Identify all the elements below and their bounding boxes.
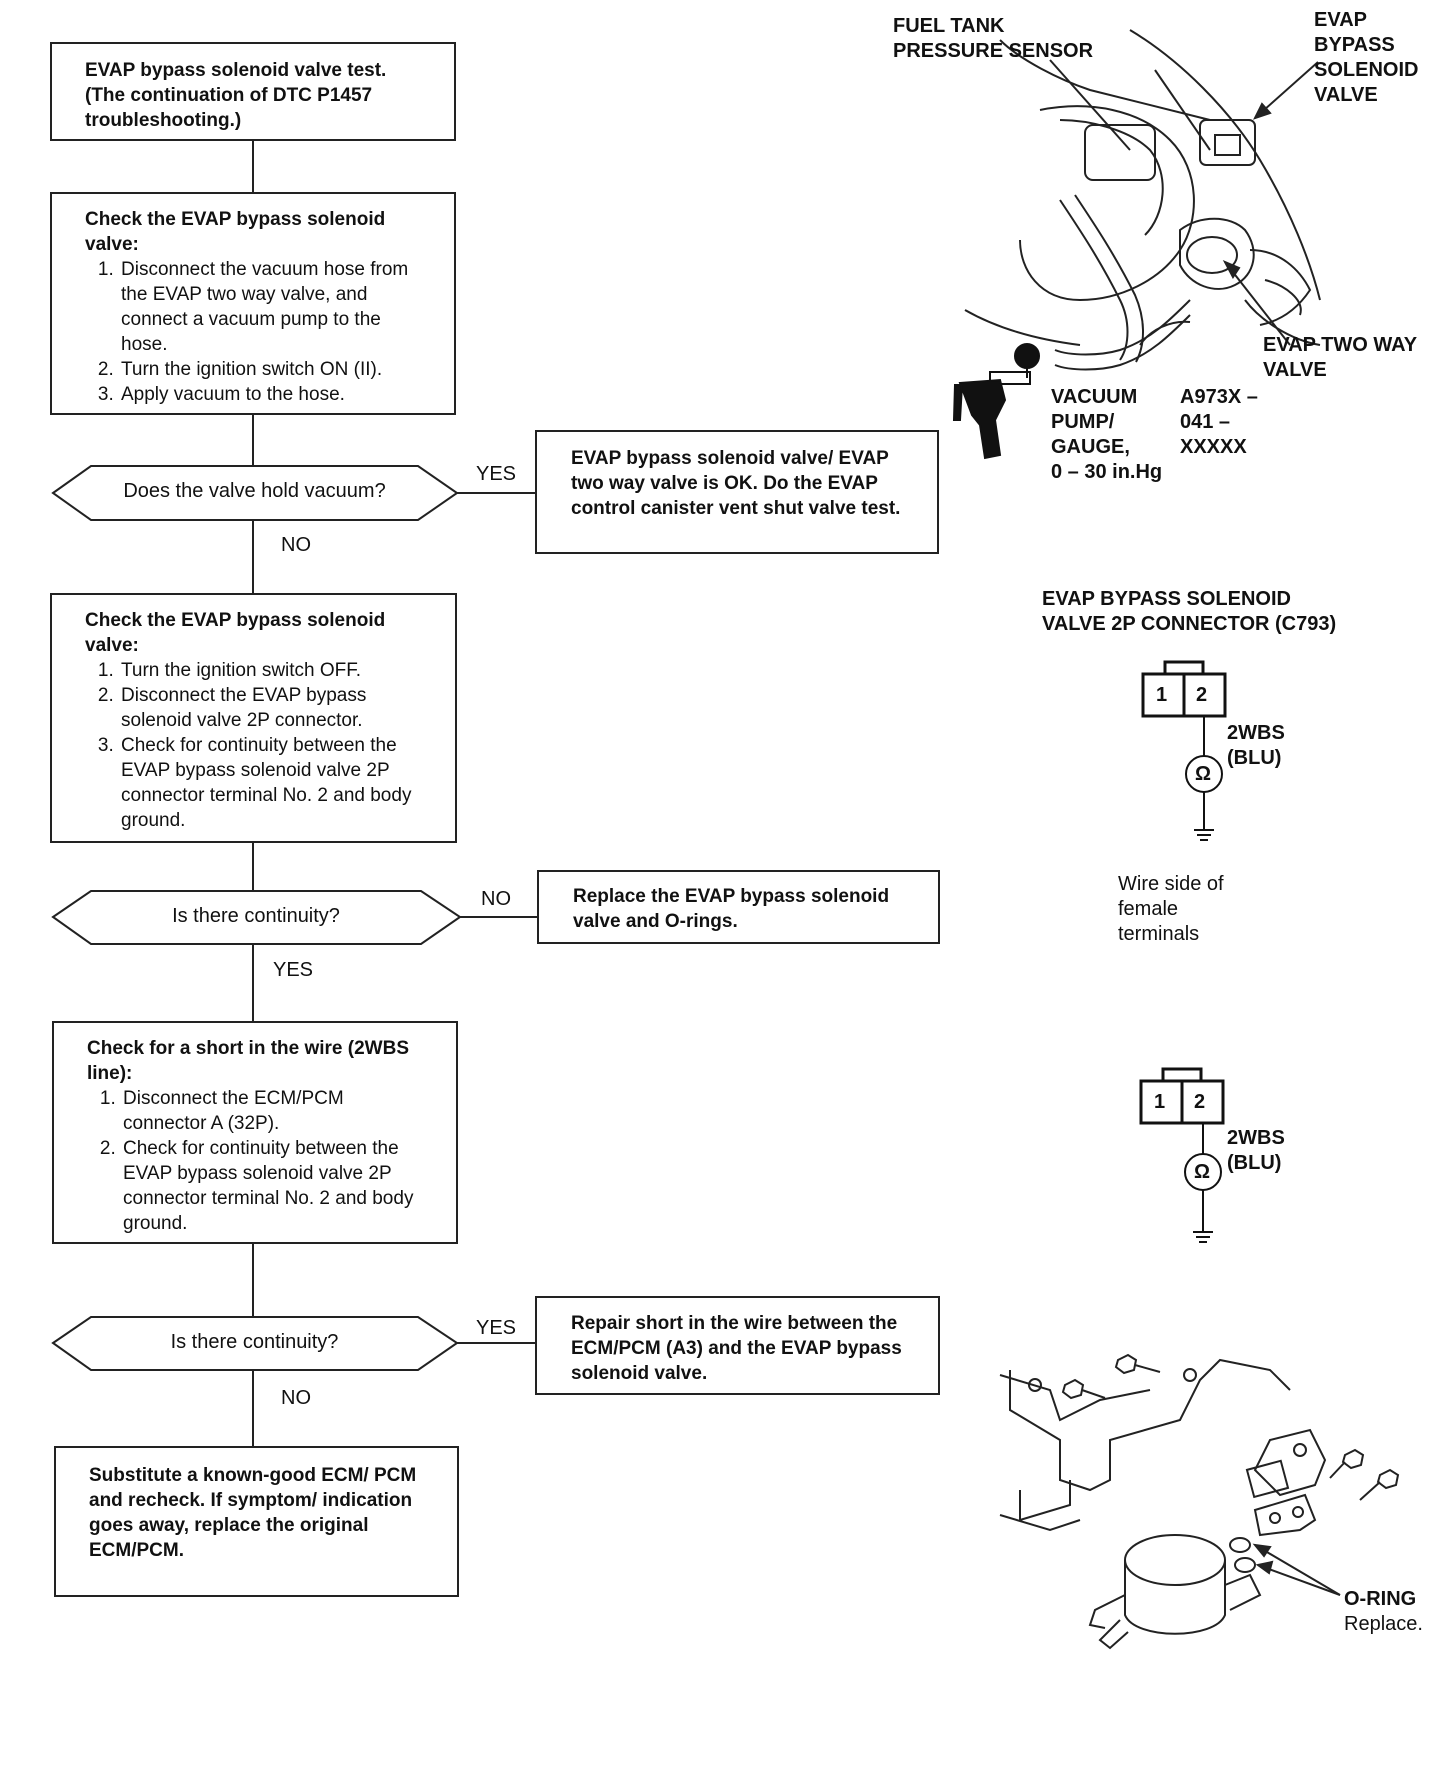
connector1-pin2: 2 [1196,684,1208,706]
result3-box: Repair short in the wire between the ECM… [535,1296,940,1395]
decision2-no-label: NO [481,888,511,910]
label-replace: Replace. [1344,1613,1423,1635]
decision1-question: Does the valve hold vacuum? [123,480,386,502]
step2-item: Check for continuity between the EVAP by… [119,733,425,833]
end-text: Substitute a known-good ECM/ PCM and rec… [89,1465,417,1561]
step2-box: Check the EVAP bypass solenoid valve: Tu… [50,593,457,843]
connector-2p-symbol-2 [1139,1067,1225,1243]
solenoid-bracket-illustration [999,1353,1400,1650]
step3-item: Disconnect the ECM/PCM connector A (32P)… [121,1086,426,1136]
decision3-no-label: NO [281,1387,311,1409]
result2-box: Replace the EVAP bypass solenoid valve a… [537,870,940,944]
decision1-no-label: NO [281,534,311,556]
step2-list: Turn the ignition switch OFF. Disconnect… [85,658,425,833]
step1-title: Check the EVAP bypass solenoid valve: [85,209,386,255]
label-o-ring: O-RING [1344,1588,1417,1610]
step1-box: Check the EVAP bypass solenoid valve: Di… [50,192,456,415]
step1-list: Disconnect the vacuum hose from the EVAP… [85,257,424,407]
result3-text: Repair short in the wire between the ECM… [571,1313,902,1384]
decision-shape-2 [51,890,462,945]
step3-item: Check for continuity between the EVAP by… [121,1136,426,1236]
connector2-pin2: 2 [1194,1091,1206,1113]
engine-bay-illustration [964,29,1321,371]
ohm-icon: Ω [1195,763,1212,785]
connector2-pin1: 1 [1154,1091,1166,1113]
step3-title: Check for a short in the wire (2WBS line… [87,1038,409,1084]
vacuum-pump-illustration [952,343,1040,460]
step2-item: Turn the ignition switch OFF. [119,658,425,683]
start-text: EVAP bypass solenoid valve test. (The co… [85,60,387,131]
decision2-question: Is there continuity? [172,905,340,927]
decision3-question: Is there continuity? [170,1331,339,1353]
step3-box: Check for a short in the wire (2WBS line… [52,1021,458,1244]
decision3-yes-label: YES [476,1317,517,1339]
decision-shape-3 [51,1316,459,1371]
result1-box: EVAP bypass solenoid valve/ EVAP two way… [535,430,939,554]
connector-2p-symbol-1 [1141,660,1227,841]
step1-item: Disconnect the vacuum hose from the EVAP… [119,257,424,357]
connector1-pin1: 1 [1156,684,1168,706]
decision2-yes-label: YES [273,959,314,981]
step3-list: Disconnect the ECM/PCM connector A (32P)… [87,1086,426,1236]
ohm-icon: Ω [1194,1161,1211,1183]
start-box: EVAP bypass solenoid valve test. (The co… [50,42,456,141]
step1-item: Apply vacuum to the hose. [119,382,424,407]
step1-item: Turn the ignition switch ON (II). [119,357,424,382]
decision-shape-1 [51,465,459,521]
result1-text: EVAP bypass solenoid valve/ EVAP two way… [571,448,901,519]
step2-title: Check the EVAP bypass solenoid valve: [85,610,386,656]
step2-item: Disconnect the EVAP bypass solenoid valv… [119,683,425,733]
end-box: Substitute a known-good ECM/ PCM and rec… [54,1446,459,1597]
result2-text: Replace the EVAP bypass solenoid valve a… [573,886,890,932]
decision1-yes-label: YES [476,463,517,485]
